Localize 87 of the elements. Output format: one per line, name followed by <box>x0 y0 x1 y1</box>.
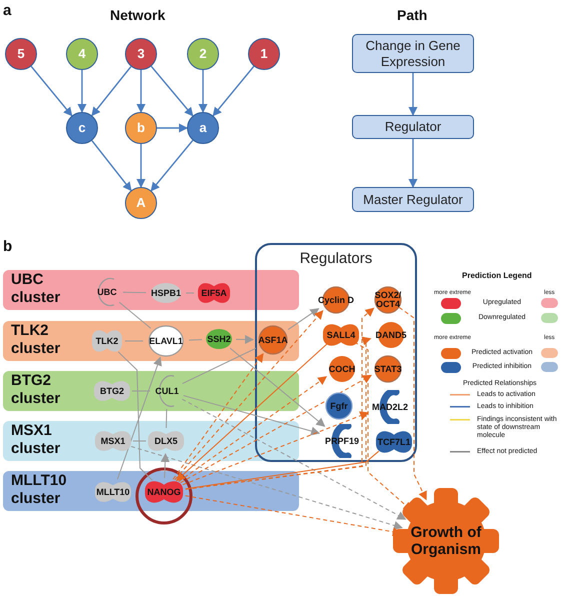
arrow <box>136 144 146 188</box>
cluster-band <box>3 321 299 361</box>
arrow <box>288 308 320 330</box>
legend-heading: Prediction Legend <box>462 270 532 282</box>
arrow <box>91 140 132 192</box>
connector-line <box>188 339 203 341</box>
panel-title: Network <box>110 6 166 25</box>
connector-line <box>122 292 146 294</box>
cluster-band <box>3 371 299 411</box>
molecule-node <box>89 328 125 354</box>
arrow <box>398 306 427 500</box>
process-box: Regulator <box>352 115 474 139</box>
cluster-label: MLLT10 cluster <box>11 472 68 508</box>
arrow <box>160 453 170 478</box>
molecule-label: DLX5 <box>154 436 178 446</box>
arrow <box>30 66 72 116</box>
panel-letter: b <box>3 237 12 257</box>
connector-line <box>184 450 380 490</box>
molecule-label: ASF1A <box>258 336 288 344</box>
arrow <box>212 66 254 116</box>
arrow <box>150 140 194 192</box>
molecule-label: COCH <box>328 364 356 374</box>
process-box: Change in Gene Expression <box>352 34 474 73</box>
arrow <box>180 374 372 484</box>
arrow <box>157 124 188 132</box>
connector-line <box>124 340 144 342</box>
gear-shape <box>393 488 499 594</box>
arrow <box>178 376 328 482</box>
arrow <box>185 336 372 490</box>
molecule-node <box>324 392 354 420</box>
arrow <box>136 70 146 113</box>
molecule-label: TCF7L1 <box>377 438 410 446</box>
cluster-band <box>3 471 299 511</box>
arrow <box>182 411 370 486</box>
connector-line <box>182 348 256 384</box>
arrow <box>236 334 254 344</box>
arrow <box>150 66 194 116</box>
arrow <box>408 139 418 188</box>
arrow <box>176 344 328 482</box>
molecule-node <box>321 322 361 348</box>
arrow <box>78 70 86 113</box>
molecule-node <box>93 429 133 453</box>
cluster-label: TLK2 cluster <box>11 322 62 358</box>
cluster-label: MSX1 cluster <box>11 422 62 458</box>
panel-title: Path <box>397 6 428 25</box>
regulators-box <box>255 243 417 462</box>
connector-line <box>186 292 194 294</box>
connector-line <box>132 390 150 392</box>
connector-line <box>118 302 152 329</box>
arrow <box>130 446 403 530</box>
molecule-label: Fgfr <box>330 402 348 410</box>
arrow <box>230 348 326 427</box>
cluster-label: UBC cluster <box>11 271 62 307</box>
molecule-label: NANOG <box>147 488 181 496</box>
arrow <box>408 73 418 116</box>
molecule-node <box>142 479 186 505</box>
cluster-band <box>3 270 299 310</box>
molecule-label: SSH2 <box>207 334 231 344</box>
molecule-label: EIF5A <box>201 288 227 298</box>
process-box: Master Regulator <box>352 187 474 212</box>
molecule-label: MLLT10 <box>96 488 130 496</box>
arrow <box>182 395 320 436</box>
group-title: Regulators <box>298 249 374 269</box>
molecule-label: HSPB1 <box>150 288 181 298</box>
cluster-band <box>3 421 299 461</box>
arrow <box>174 310 324 480</box>
outcome-label: Growth of Organism <box>410 524 482 558</box>
molecule-label: BTG2 <box>100 386 124 396</box>
cluster-label: BTG2 cluster <box>11 372 62 408</box>
connector-line <box>132 440 146 442</box>
molecule-label: CUL1 <box>155 386 179 396</box>
panel-letter: a <box>3 1 12 21</box>
molecule-label: SOX2/ OCT4 <box>374 291 402 309</box>
molecule-label: STAT3 <box>374 364 402 374</box>
arrow <box>198 70 208 113</box>
molecule-node <box>146 429 186 453</box>
arrow <box>91 66 132 116</box>
molecule-node <box>92 379 132 403</box>
arrow <box>182 398 406 520</box>
molecule-label: TLK2 <box>96 336 118 346</box>
molecule-label: ELAVL1 <box>149 336 183 346</box>
arrow <box>172 353 264 480</box>
molecule-label: SALL4 <box>326 330 356 340</box>
connector-line <box>166 408 168 428</box>
molecule-label: UBC <box>97 288 117 296</box>
connector-line <box>118 351 153 481</box>
molecule-label: MSX1 <box>100 436 126 446</box>
